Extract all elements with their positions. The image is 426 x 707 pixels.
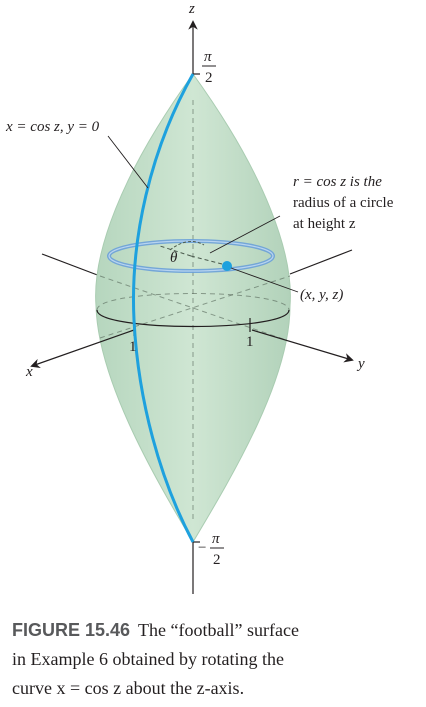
figure-caption: FIGURE 15.46 The “football” surface in Ex… bbox=[12, 616, 422, 703]
y-axis-label: y bbox=[356, 356, 365, 372]
point-label-leader bbox=[230, 267, 299, 293]
y-axis-front bbox=[251, 329, 354, 363]
z-axis-label: z bbox=[188, 1, 195, 17]
x-axis-label: x bbox=[25, 364, 33, 380]
angle-label: θ bbox=[170, 250, 178, 266]
svg-text:π: π bbox=[212, 531, 220, 547]
svg-text:2: 2 bbox=[213, 552, 221, 568]
point-xyz bbox=[222, 261, 232, 271]
x-tick-label: 1 bbox=[129, 339, 137, 355]
generating-curve bbox=[132, 73, 195, 543]
svg-text:2: 2 bbox=[205, 70, 213, 86]
equator-front bbox=[96, 309, 290, 328]
x-axis-front bbox=[30, 329, 135, 368]
x-axis-back bbox=[41, 253, 101, 277]
figure-number: FIGURE 15.46 bbox=[12, 620, 131, 640]
svg-text:π: π bbox=[204, 49, 212, 65]
radius-label-line-1: r = cos z is the bbox=[293, 174, 382, 190]
point-label: (x, y, z) bbox=[300, 287, 343, 303]
equator-back bbox=[96, 293, 290, 311]
radius-label-leader bbox=[209, 215, 281, 254]
reference-segment bbox=[159, 245, 192, 257]
hidden-axes bbox=[99, 100, 291, 520]
caption-line-2: in Example 6 obtained by rotating the bbox=[12, 649, 284, 669]
radius-segment bbox=[190, 255, 227, 266]
caption-line-3: curve x = cos z about the z-axis. bbox=[12, 678, 245, 698]
svg-text:−: − bbox=[198, 540, 206, 556]
caption-text-1: The “football” surface bbox=[138, 620, 299, 640]
curve-label-leader bbox=[107, 135, 149, 189]
z-tick-label-top: π 2 bbox=[202, 49, 216, 86]
caption-line-1: FIGURE 15.46 The “football” surface bbox=[12, 616, 422, 645]
z-tick-label-bottom: − π 2 bbox=[198, 531, 224, 568]
radius-label-line-2: radius of a circle bbox=[293, 195, 394, 211]
y-axis-back bbox=[289, 249, 353, 275]
football-surface-diagram: z x y 1 1 π 2 − π 2 x = cos z, y = 0 r =… bbox=[5, 1, 394, 594]
radius-label-line-3: at height z bbox=[293, 216, 356, 232]
curve-label: x = cos z, y = 0 bbox=[5, 119, 100, 135]
y-tick-label: 1 bbox=[246, 334, 254, 350]
